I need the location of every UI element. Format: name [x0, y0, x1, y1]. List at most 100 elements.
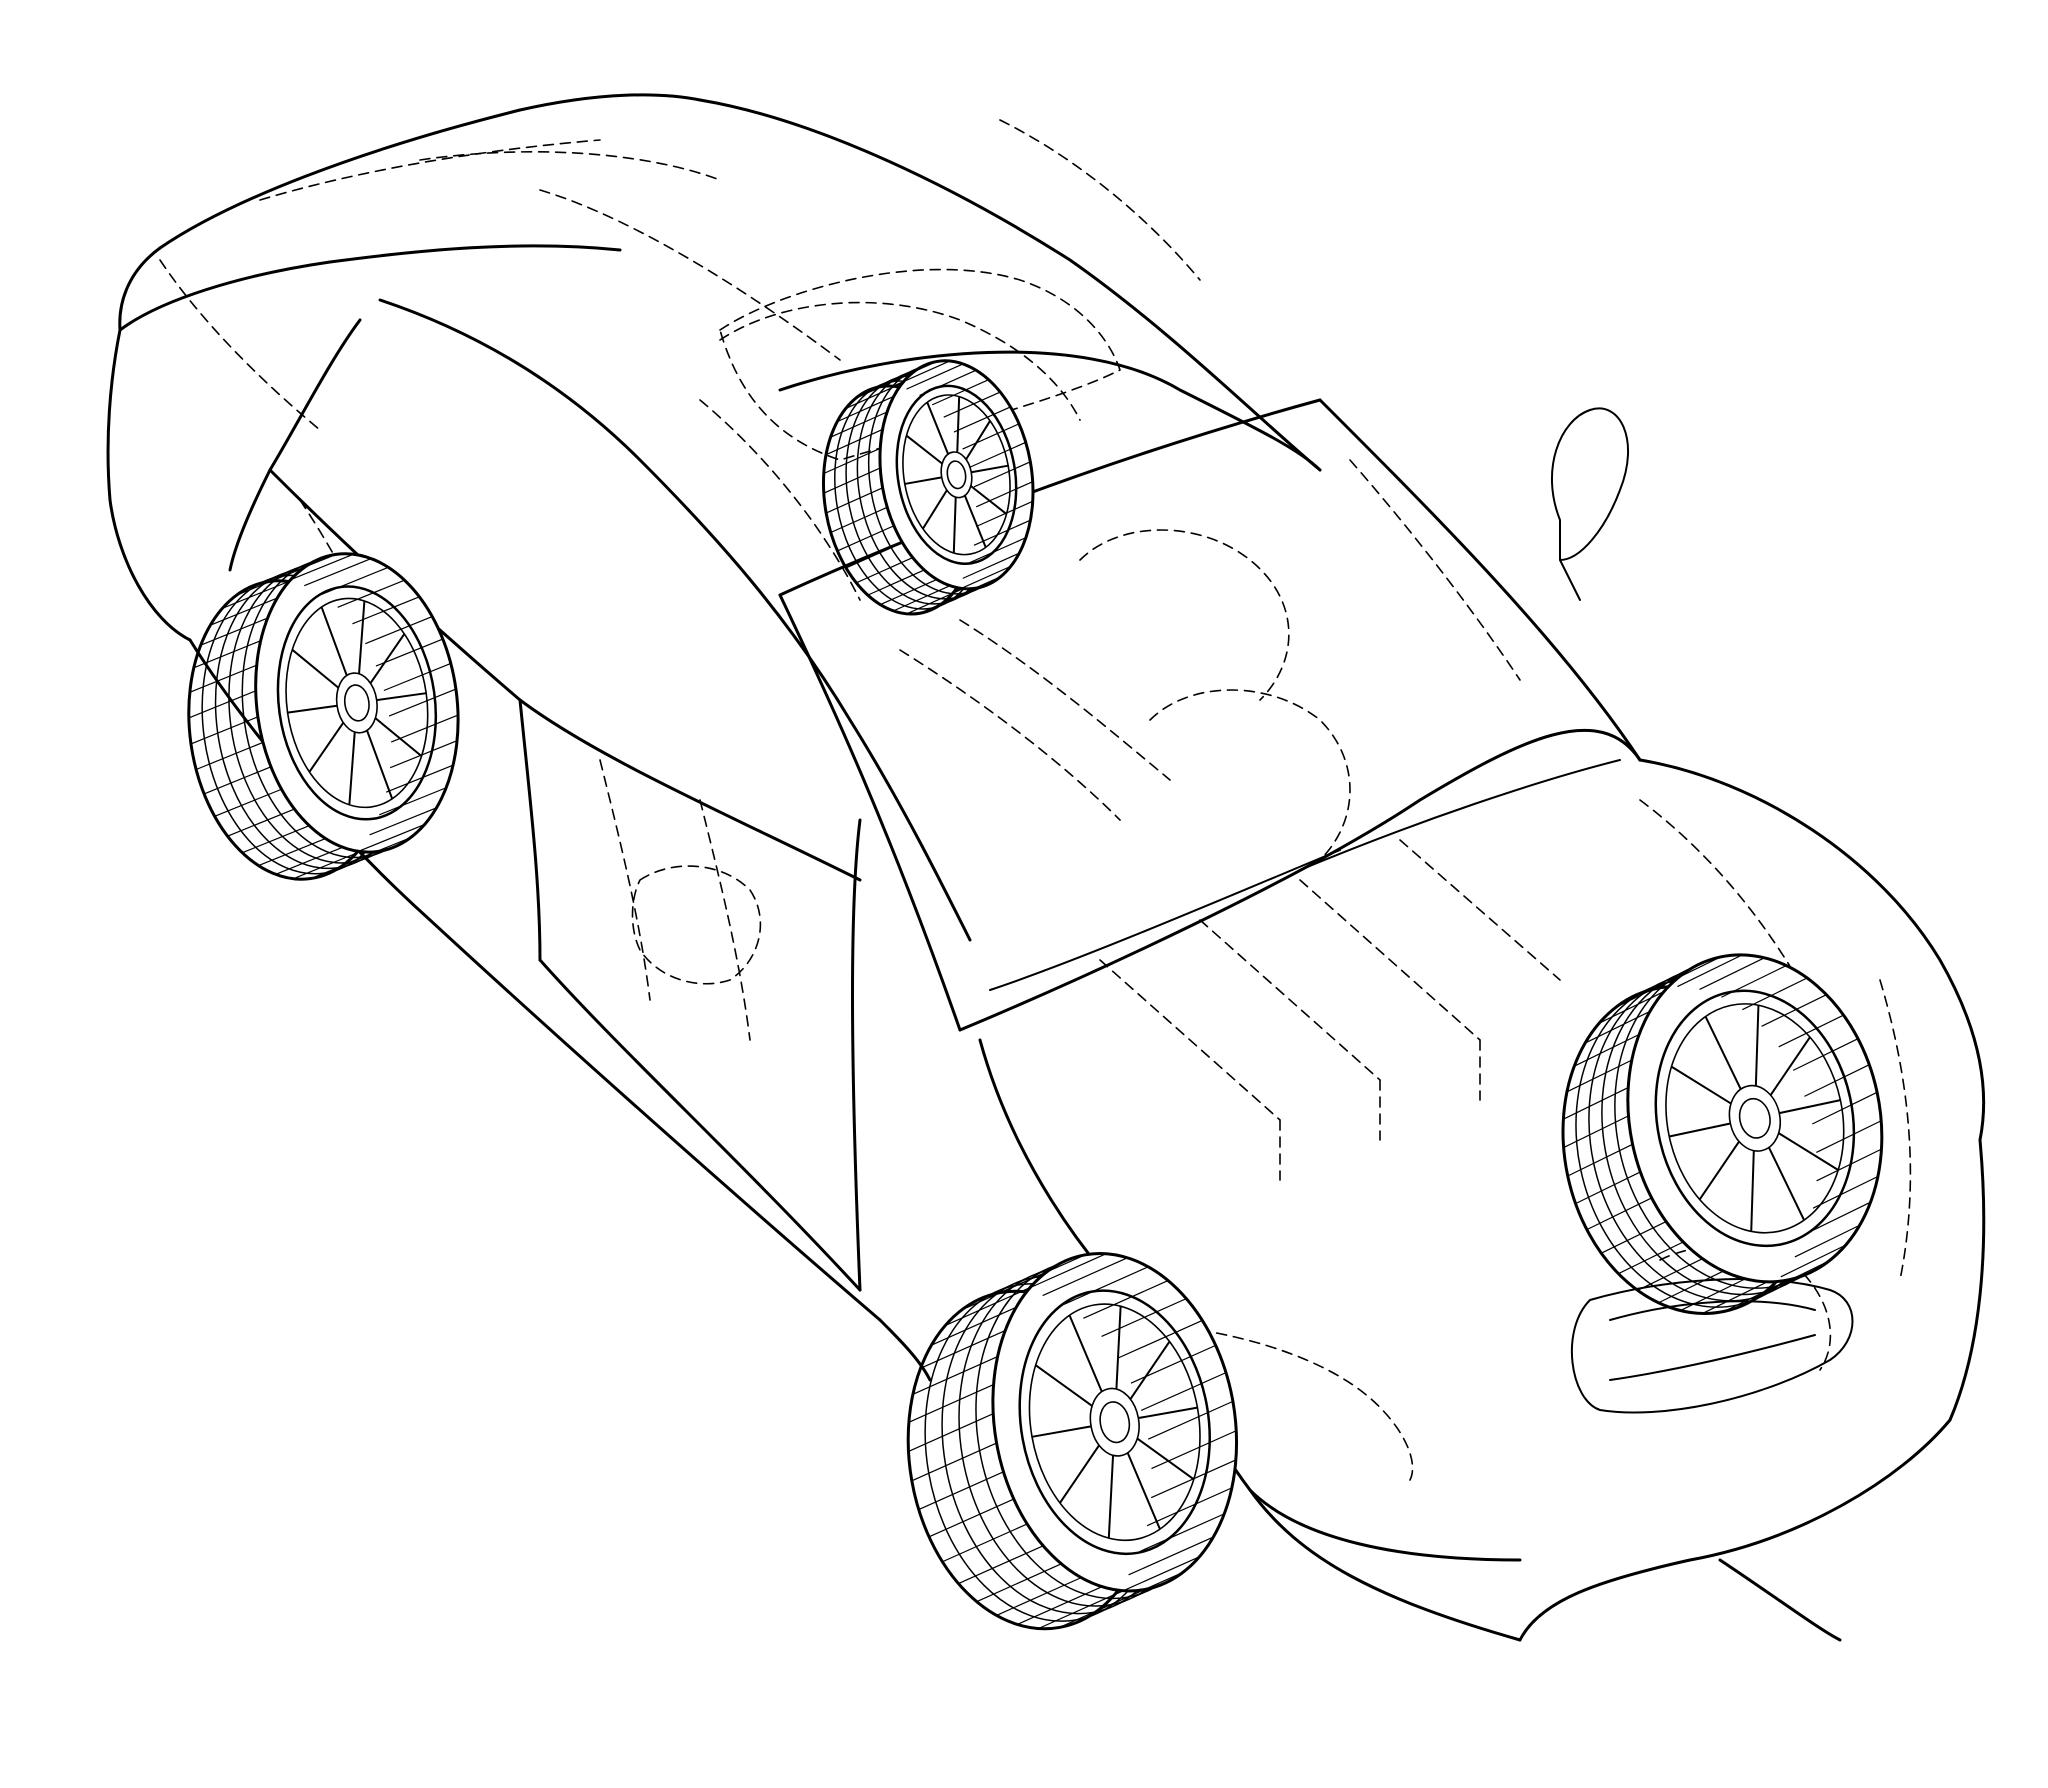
wheel-spoke	[366, 729, 394, 800]
tread-line	[823, 467, 881, 494]
tread-line	[906, 363, 964, 390]
tread-line	[928, 1498, 1015, 1538]
tread-line	[200, 617, 268, 646]
side-mirror	[1551, 407, 1629, 601]
wheel-spoke	[369, 633, 406, 684]
tread-line	[304, 558, 372, 587]
rim-ring	[1018, 1289, 1211, 1556]
rim-ring	[276, 585, 438, 821]
tread-line	[1063, 1266, 1149, 1306]
tread-line	[1763, 1260, 1830, 1294]
tread-line	[1778, 1014, 1844, 1048]
rear-right-wheel	[821, 359, 1035, 616]
wheel-spoke	[1068, 1314, 1103, 1393]
tread-line	[1601, 1220, 1667, 1254]
tread-line	[893, 585, 951, 612]
tread-line	[203, 766, 272, 795]
tread-line	[969, 441, 1026, 469]
tread-line	[383, 662, 452, 692]
tread-line	[1780, 1244, 1846, 1278]
wheel-spoke	[376, 692, 427, 702]
wheel-spoke	[1138, 1406, 1198, 1420]
tread-line	[837, 525, 895, 552]
wheel-spoke	[1035, 1364, 1093, 1407]
rear-left-wheel	[187, 552, 460, 881]
tread-line	[908, 1413, 994, 1452]
tread-line	[953, 565, 1011, 593]
tread-line	[976, 1563, 1062, 1603]
wheel-spoke	[320, 606, 348, 676]
wheels-group	[187, 359, 1884, 1631]
tread-line	[327, 846, 395, 875]
tread-line	[310, 850, 378, 880]
windshield-wiper	[989, 759, 1621, 991]
wheel-spoke	[1768, 1146, 1806, 1221]
tread-line	[973, 461, 1031, 488]
tread-line	[1079, 1582, 1165, 1622]
tread-line	[931, 379, 989, 406]
wheel-spoke	[1670, 1065, 1732, 1105]
tread-line	[1794, 1224, 1860, 1258]
tread-line	[1724, 1279, 1790, 1312]
hub-ring	[946, 460, 967, 490]
tread-line	[953, 406, 1011, 433]
tread-line	[996, 1577, 1082, 1616]
tread-line	[975, 481, 1033, 508]
tread-line	[242, 825, 310, 854]
tread-line	[1812, 1175, 1879, 1209]
tread-line	[932, 583, 990, 610]
tread-line	[1655, 956, 1721, 990]
tread-line	[1147, 1400, 1234, 1440]
wheel-spoke	[1126, 1452, 1161, 1530]
wheel-spoke	[1059, 1444, 1100, 1504]
tread-line	[1615, 975, 1682, 1008]
tread-line	[856, 557, 913, 584]
tread-line	[969, 537, 1027, 564]
wheel-spoke	[348, 731, 356, 805]
tread-line	[931, 1306, 1017, 1346]
tread-line	[1761, 994, 1827, 1027]
tread-line	[1816, 1120, 1882, 1153]
wheel-spoke	[963, 495, 987, 548]
hub-ring	[343, 684, 370, 722]
tread-line	[222, 580, 290, 609]
tread-line	[836, 395, 894, 423]
tread-line	[1566, 1059, 1633, 1093]
rim-ring	[1654, 989, 1856, 1248]
tread-line	[1792, 1038, 1859, 1071]
wheel-spoke	[1669, 1122, 1731, 1138]
tread-line	[980, 1260, 1066, 1300]
front-left-wheel	[906, 1252, 1239, 1631]
tread-line	[1146, 1487, 1233, 1527]
wheel-spoke	[970, 485, 1008, 515]
tread-line	[258, 837, 326, 867]
tread-line	[389, 740, 458, 769]
wheel-spoke	[358, 600, 366, 674]
tread-line	[1680, 1278, 1746, 1312]
tread-line	[830, 411, 888, 438]
wheel-spoke	[1750, 1150, 1755, 1232]
wheel-spoke	[1136, 1437, 1195, 1481]
tread-line	[911, 1442, 997, 1482]
wheel-spoke	[1129, 1340, 1171, 1400]
tread-line	[357, 824, 425, 853]
tread-line	[193, 640, 261, 669]
tread-line	[945, 1287, 1031, 1326]
wheel-spoke	[905, 434, 943, 465]
tread-line	[252, 558, 320, 587]
wheel-spoke	[1031, 1425, 1092, 1438]
tread-line	[962, 552, 1020, 579]
wheel-spoke	[1107, 1455, 1115, 1539]
wheel-spoke	[904, 476, 942, 485]
hub-ring	[1099, 1401, 1131, 1444]
wheel-spoke	[1779, 1099, 1841, 1115]
wheel-spoke	[374, 717, 423, 757]
wheel-spoke	[952, 497, 957, 554]
tread-line	[975, 500, 1033, 528]
tread-line	[1059, 1589, 1145, 1628]
tread-line	[293, 851, 361, 880]
tread-line	[825, 487, 883, 514]
tread-line	[1114, 1556, 1200, 1596]
wheel-spoke	[1754, 1005, 1760, 1087]
